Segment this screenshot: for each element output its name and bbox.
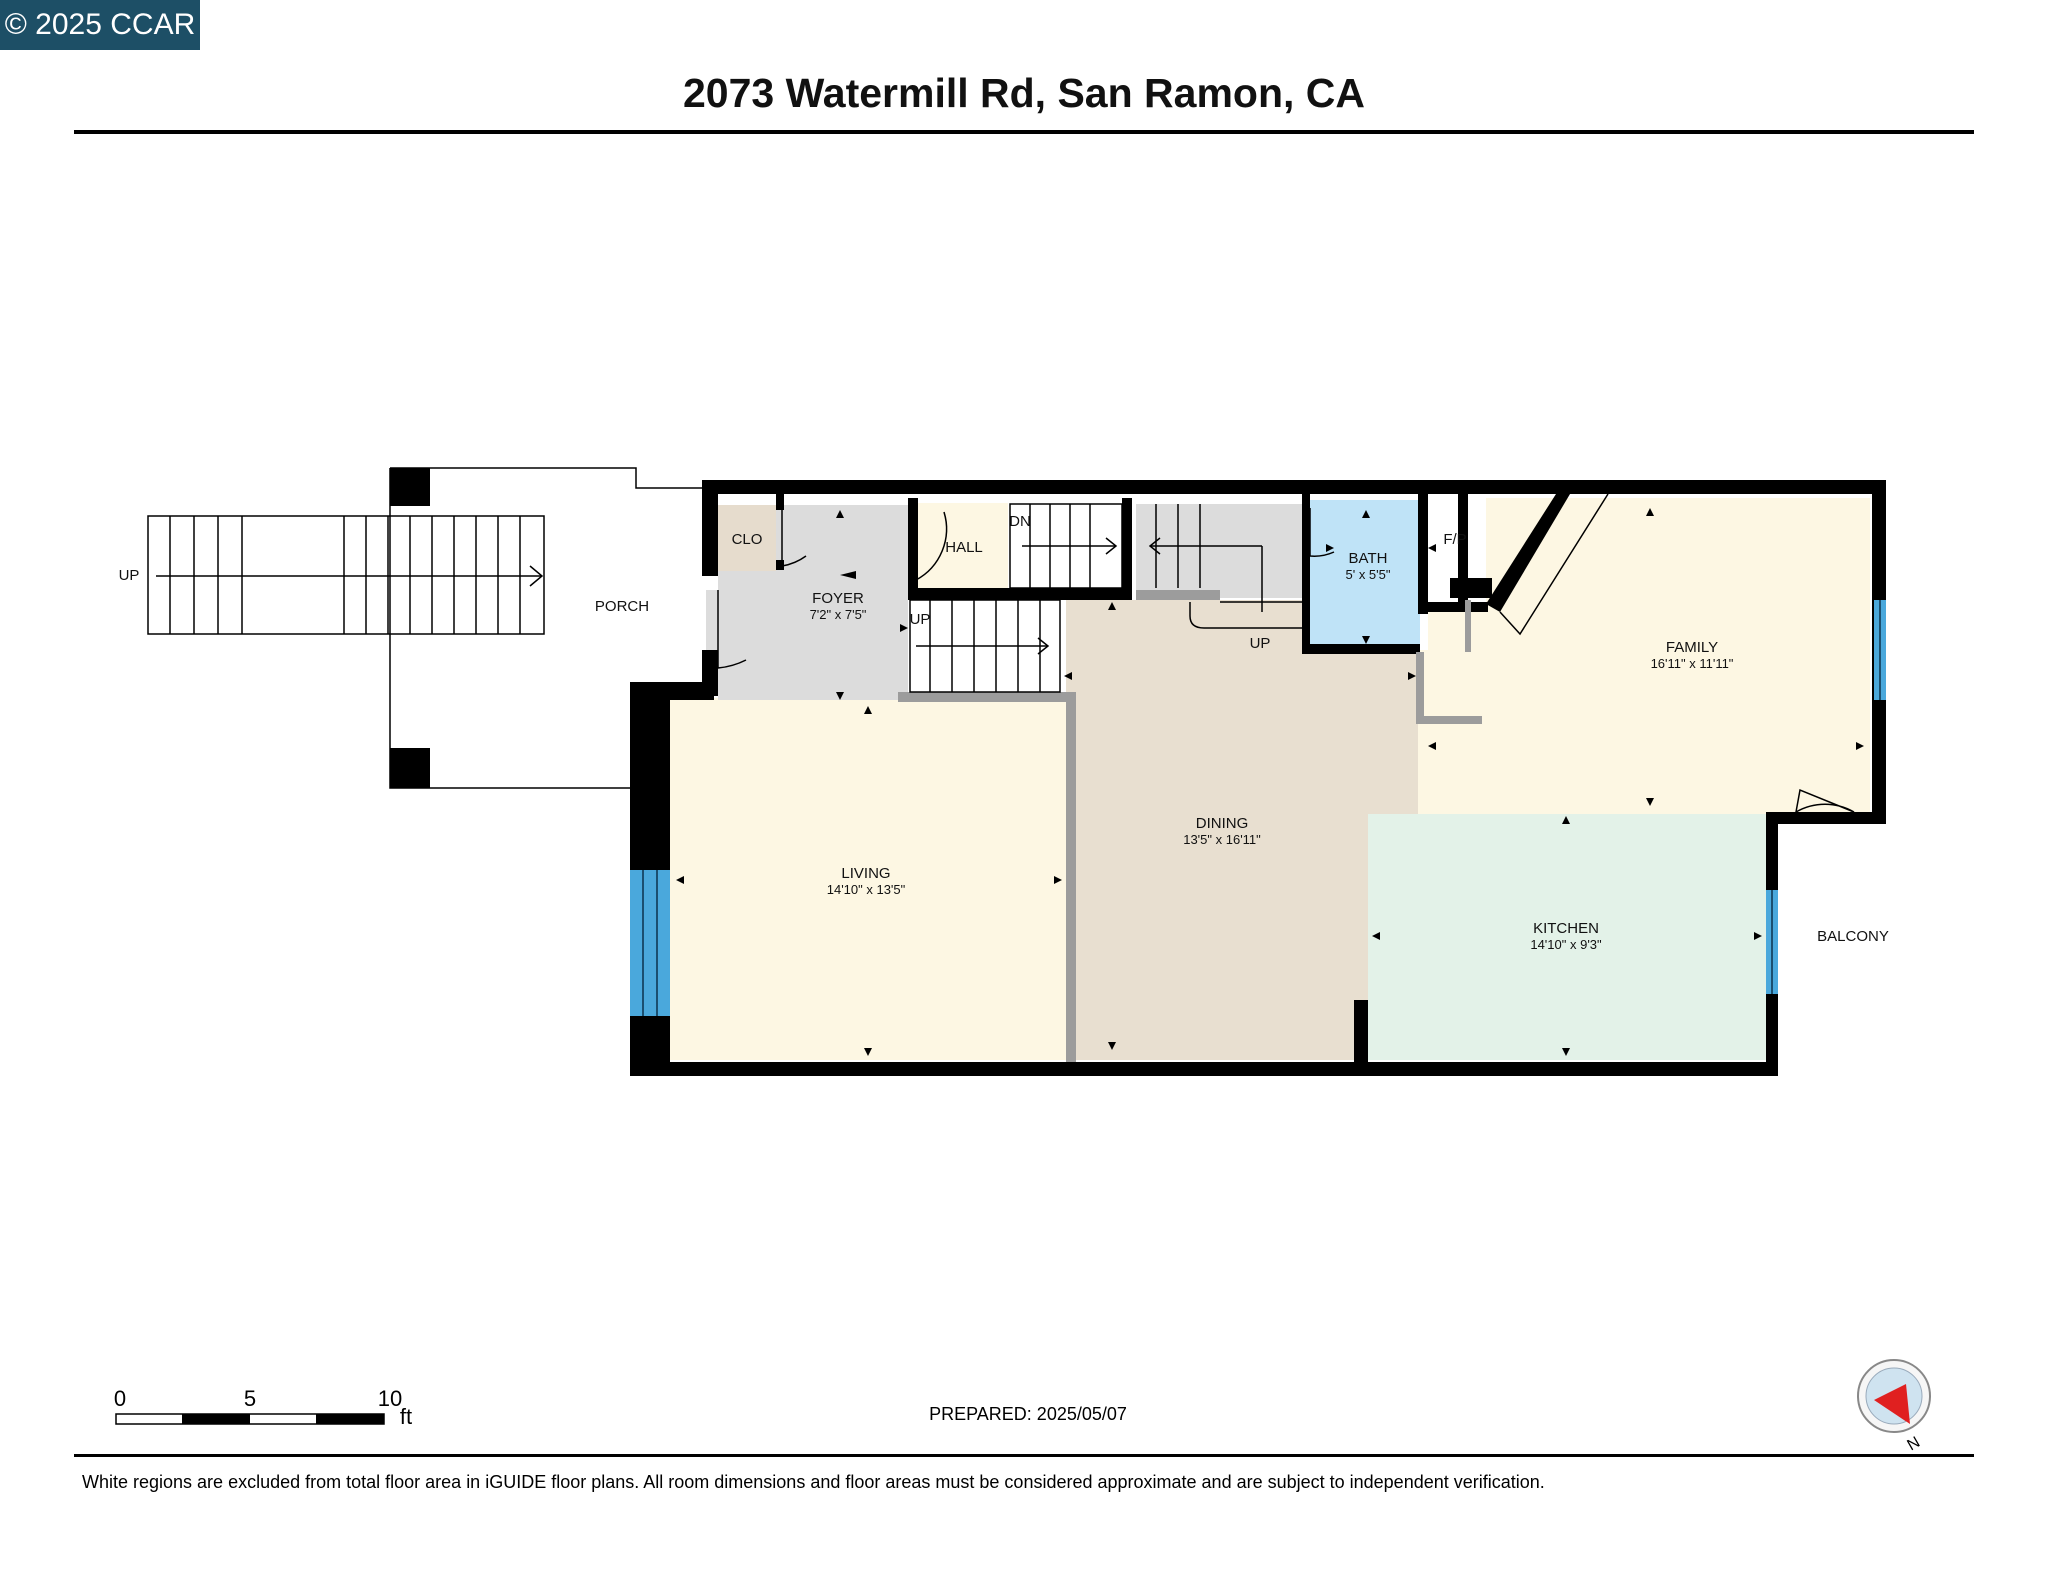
porch-post [390, 748, 430, 788]
foyer-dims: 7'2" x 7'5" [810, 607, 867, 622]
dimension-arrows [676, 508, 1864, 1056]
kitchen-room [1368, 814, 1768, 1060]
foyer-stairs-up-label: UP [910, 611, 931, 628]
fireplace-wall [1486, 494, 1570, 612]
upper-stairs-up-label: UP [1250, 635, 1271, 652]
living-label: LIVING [841, 865, 890, 882]
copyright-badge: © 2025 CCAR [0, 0, 200, 50]
bath-label: BATH [1349, 550, 1388, 567]
prepared-date: PREPARED: 2025/05/07 [929, 1404, 1127, 1424]
compass-icon [1857, 1359, 1931, 1433]
bath-dims: 5' x 5'5" [1346, 567, 1391, 582]
clo-label: CLO [732, 531, 763, 548]
family-label: FAMILY [1666, 639, 1718, 656]
foyer-stairs [909, 599, 1061, 693]
upper-stairs [1148, 504, 1302, 629]
balcony-label: BALCONY [1817, 928, 1889, 945]
kitchen-dims: 14'10" x 9'3" [1530, 937, 1602, 952]
interior-walls [776, 494, 1310, 600]
upper-stair-area [1136, 504, 1302, 598]
outside-stairs-up-label: UP [119, 567, 140, 584]
fp-label: F/P [1443, 531, 1466, 548]
disclaimer-text: White regions are excluded from total fl… [82, 1472, 1545, 1492]
title-underline [74, 130, 1974, 134]
hall-label: HALL [945, 539, 983, 556]
living-room [670, 698, 1066, 1060]
scale-five: 5 [244, 1386, 256, 1411]
scale-bar [115, 1413, 385, 1425]
family-dims: 16'11" x 11'11" [1651, 656, 1734, 671]
doors [717, 508, 1855, 814]
page-title: 2073 Watermill Rd, San Ramon, CA [683, 70, 1365, 116]
dining-label: DINING [1196, 815, 1249, 832]
compass-north-label: N [1904, 1434, 1923, 1455]
family-room [1418, 498, 1870, 814]
scale-ten: 10 [378, 1386, 402, 1411]
closet [718, 505, 776, 571]
living-dims: 14'10" x 13'5" [827, 882, 906, 897]
scale-unit: ft [400, 1404, 412, 1429]
dining-room [1066, 600, 1416, 1060]
porch-post [390, 468, 430, 506]
footer-rule [74, 1454, 1974, 1457]
scale-zero: 0 [114, 1386, 126, 1411]
hall-stairs-dn-label: DN [1009, 513, 1031, 530]
foyer-label: FOYER [812, 590, 864, 607]
porch-label: PORCH [595, 598, 649, 615]
exterior-stairs [147, 515, 545, 635]
bath-room [1310, 500, 1420, 644]
dining-dims: 13'5" x 16'11" [1183, 832, 1261, 847]
kitchen-label: KITCHEN [1533, 920, 1599, 937]
hall-down-stairs [1009, 503, 1123, 589]
